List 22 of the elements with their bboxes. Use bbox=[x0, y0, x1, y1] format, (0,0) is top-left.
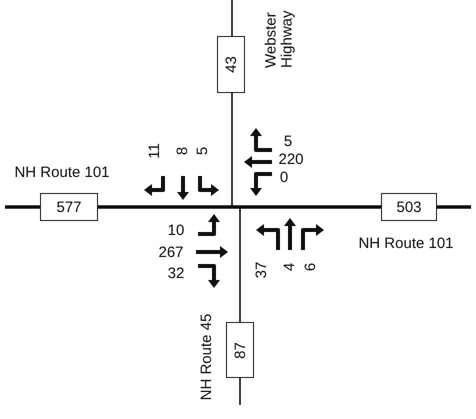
road-name: NH Route 101 bbox=[358, 236, 454, 252]
volume-number: 5 bbox=[195, 146, 211, 156]
volume-number: 0 bbox=[280, 170, 288, 186]
road-line bbox=[98, 205, 381, 209]
count-box: 87 bbox=[226, 322, 254, 378]
volume-number: 37 bbox=[254, 262, 270, 278]
volume-number: 267 bbox=[158, 245, 184, 261]
volume-number: 5 bbox=[284, 134, 292, 150]
volume-number: 220 bbox=[278, 152, 304, 168]
road-name: NH Route 45 bbox=[199, 314, 215, 400]
count-box: 503 bbox=[381, 193, 437, 221]
volume-number: 11 bbox=[147, 143, 163, 159]
road-name: Webster Highway bbox=[263, 9, 295, 68]
road-line bbox=[231, 93, 241, 322]
volume-number: 6 bbox=[303, 262, 319, 272]
volume-number: 10 bbox=[168, 223, 184, 239]
count-box: 43 bbox=[217, 36, 245, 93]
road-name: NH Route 101 bbox=[14, 165, 110, 181]
volume-number: 32 bbox=[168, 266, 184, 282]
volume-number: 4 bbox=[282, 262, 298, 272]
volume-number: 8 bbox=[175, 146, 191, 156]
count-box: 577 bbox=[40, 193, 98, 221]
